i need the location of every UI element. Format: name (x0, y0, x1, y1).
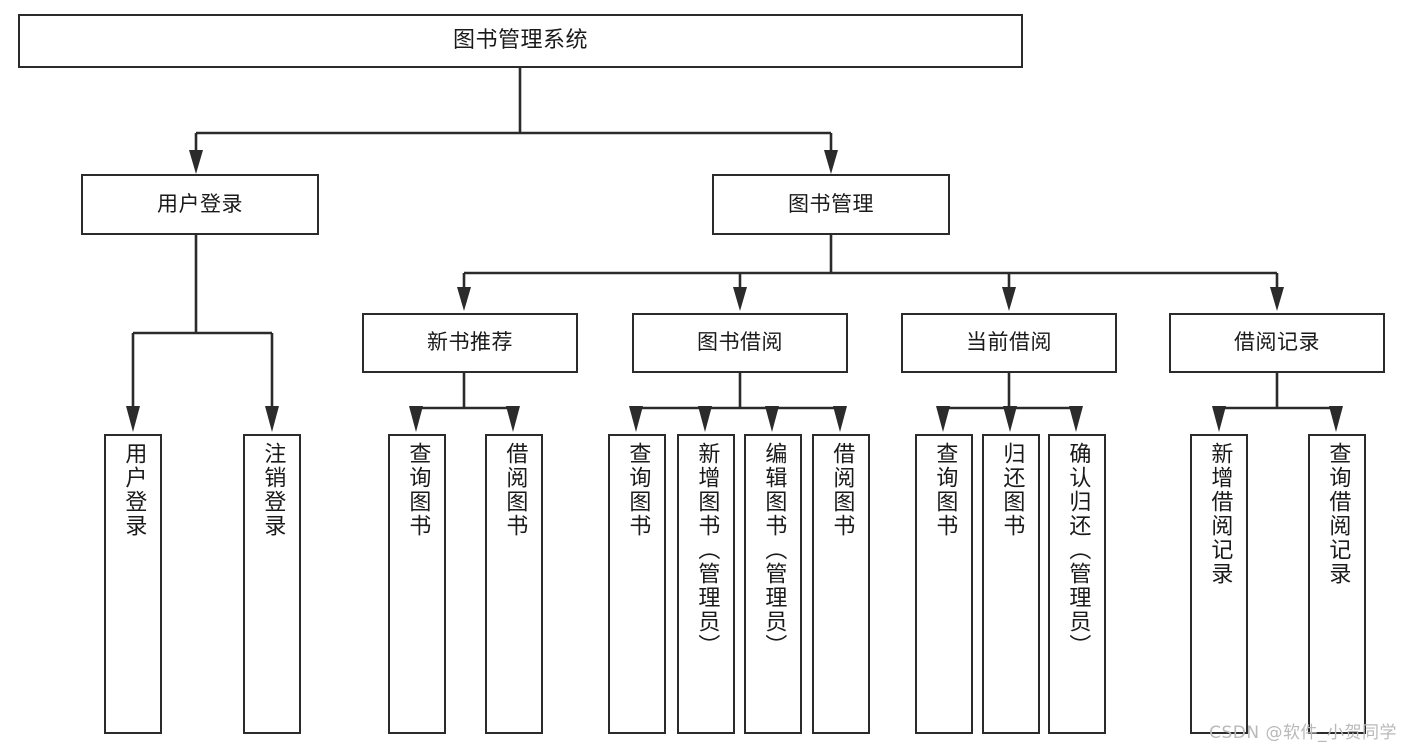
leaf-user-login-label: 用户登录 (121, 442, 147, 538)
node-book-borrow-label: 图书借阅 (697, 330, 783, 355)
arrow-bm-current (1002, 287, 1016, 311)
arrow-borrow-leaf2 (698, 406, 712, 432)
node-borrow-record-label: 借阅记录 (1234, 330, 1320, 355)
leaf-add-borrow-record-label: 新增借阅记录 (1207, 442, 1233, 586)
leaf-query-borrow-record[interactable]: 查询借阅记录 (1308, 434, 1366, 734)
node-current-borrow[interactable]: 当前借阅 (901, 313, 1117, 373)
leaf-borrow-book-newbook[interactable]: 借阅图书 (485, 434, 543, 734)
leaf-add-book[interactable]: 新增图书（管理员） (677, 434, 735, 734)
leaf-return-book[interactable]: 归还图书 (982, 434, 1040, 734)
node-book-management[interactable]: 图书管理 (712, 174, 950, 235)
arrow-root-to-login (189, 150, 203, 174)
arrow-bm-record (1270, 287, 1284, 311)
leaf-query-book-borrow[interactable]: 查询图书 (608, 434, 666, 734)
node-borrow-record[interactable]: 借阅记录 (1169, 313, 1385, 373)
arrow-bm-borrow (733, 287, 747, 311)
arrow-login-leaf1 (126, 406, 140, 432)
leaf-edit-book-label: 编辑图书（管理员） (761, 442, 787, 658)
arrow-current-leaf1 (936, 406, 950, 432)
arrow-newbook-leaf1 (409, 406, 423, 432)
leaf-query-book-newbook-label: 查询图书 (405, 442, 431, 538)
arrow-borrow-leaf1 (629, 406, 643, 432)
leaf-borrow-book-newbook-label: 借阅图书 (502, 442, 528, 538)
leaf-confirm-return[interactable]: 确认归还（管理员） (1048, 434, 1106, 734)
arrow-current-leaf2 (1003, 406, 1017, 432)
arrow-current-leaf3 (1069, 406, 1083, 432)
leaf-add-book-label: 新增图书（管理员） (694, 442, 720, 658)
node-current-borrow-label: 当前借阅 (966, 330, 1052, 355)
arrow-record-leaf1 (1212, 406, 1226, 432)
arrow-record-leaf2 (1329, 406, 1343, 432)
leaf-query-borrow-record-label: 查询借阅记录 (1325, 442, 1351, 586)
node-user-login[interactable]: 用户登录 (81, 174, 319, 235)
node-new-book-recommend[interactable]: 新书推荐 (362, 313, 578, 373)
node-book-management-label: 图书管理 (788, 191, 874, 216)
leaf-query-book-borrow-label: 查询图书 (625, 442, 651, 538)
node-root[interactable]: 图书管理系统 (18, 14, 1023, 68)
leaf-add-borrow-record[interactable]: 新增借阅记录 (1190, 434, 1248, 734)
leaf-user-logout[interactable]: 注销登录 (243, 434, 301, 734)
leaf-query-book-current[interactable]: 查询图书 (915, 434, 973, 734)
node-user-login-label: 用户登录 (157, 191, 243, 216)
leaf-user-logout-label: 注销登录 (260, 442, 286, 538)
leaf-user-login[interactable]: 用户登录 (104, 434, 162, 734)
leaf-borrow-book-borrow-label: 借阅图书 (829, 442, 855, 538)
arrow-borrow-leaf4 (833, 406, 847, 432)
node-book-borrow[interactable]: 图书借阅 (632, 313, 848, 373)
leaf-query-book-newbook[interactable]: 查询图书 (388, 434, 446, 734)
arrow-bm-newbook (457, 287, 471, 311)
arrow-login-leaf2 (265, 406, 279, 432)
leaf-borrow-book-borrow[interactable]: 借阅图书 (812, 434, 870, 734)
leaf-query-book-current-label: 查询图书 (932, 442, 958, 538)
leaf-return-book-label: 归还图书 (999, 442, 1025, 538)
leaf-confirm-return-label: 确认归还（管理员） (1065, 442, 1091, 658)
arrow-borrow-leaf3 (765, 406, 779, 432)
leaf-edit-book[interactable]: 编辑图书（管理员） (744, 434, 802, 734)
node-root-label: 图书管理系统 (452, 27, 588, 53)
watermark: CSDN @软件_小贺同学 (1209, 723, 1397, 743)
node-new-book-recommend-label: 新书推荐 (427, 330, 513, 355)
arrow-root-to-bookmgmt (824, 150, 838, 174)
arrow-newbook-leaf2 (506, 406, 520, 432)
